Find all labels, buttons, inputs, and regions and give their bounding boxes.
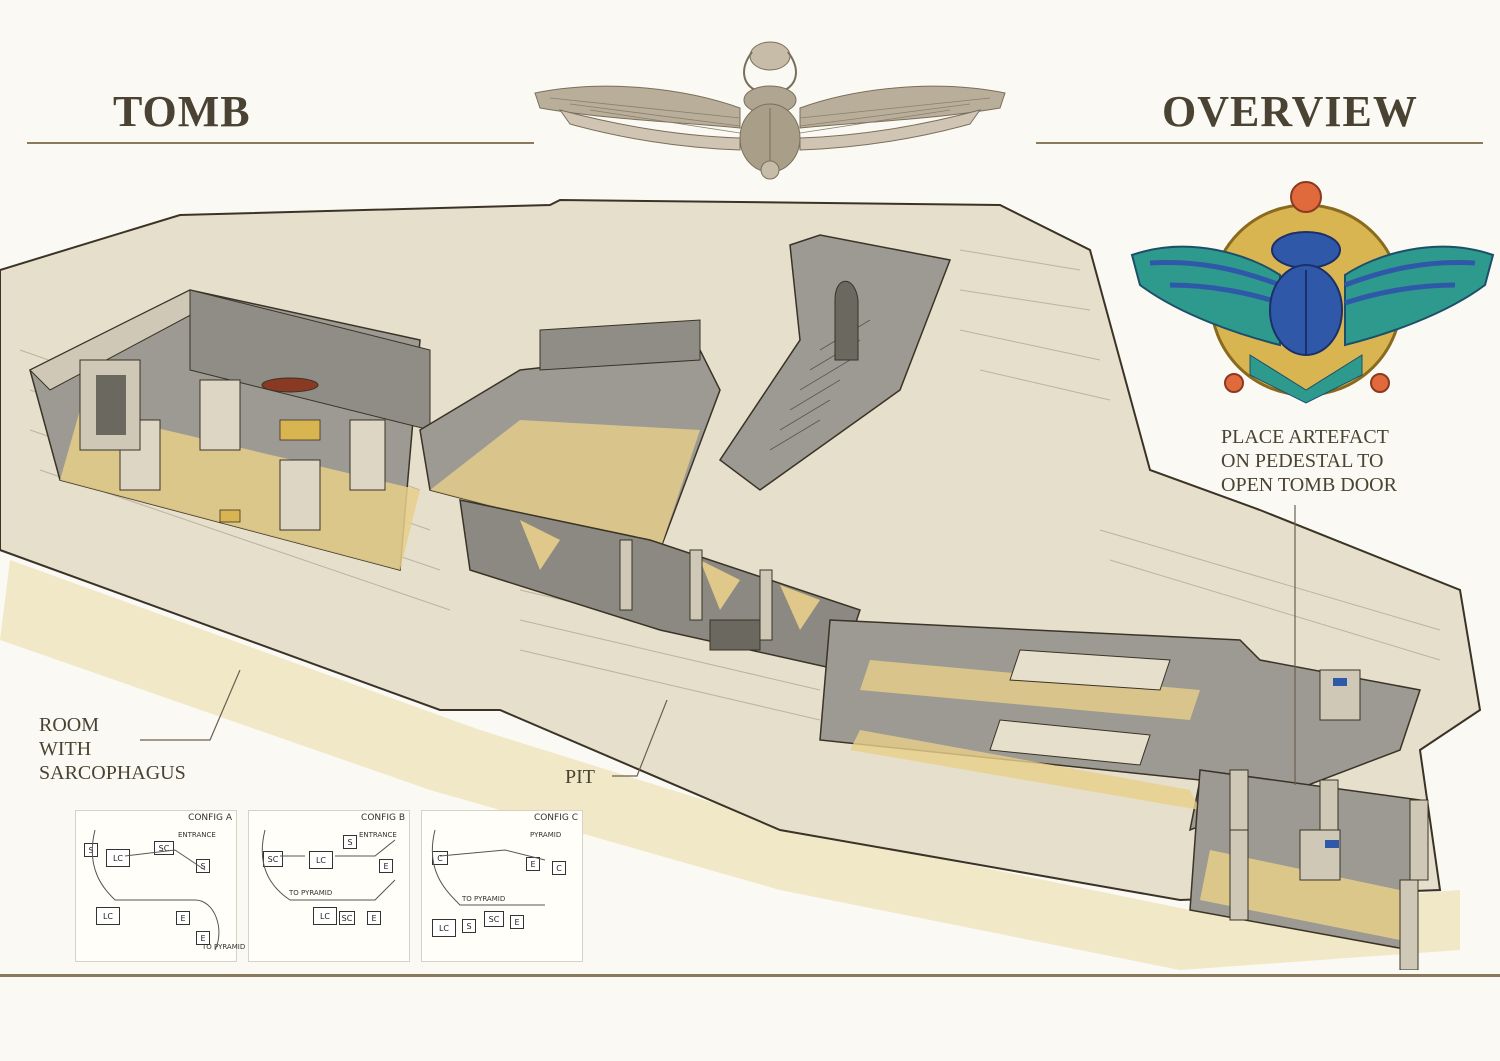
- sketch-note: TO PYRAMID: [202, 943, 246, 951]
- sketch-box: S: [462, 919, 476, 933]
- sketch-box: SC: [339, 911, 355, 925]
- sketch-paths: [91, 829, 546, 951]
- room-label: ROOM WITH SARCOPHAGUS: [39, 714, 186, 784]
- colored-winged-scarab-icon: [1130, 181, 1495, 404]
- artefact-leader-line: [1294, 505, 1296, 785]
- sketch-note: ENTRANCE: [178, 831, 216, 839]
- sketch-box: LC: [309, 851, 333, 869]
- sketch-box: S: [196, 859, 210, 873]
- sketch-box: LC: [106, 849, 130, 867]
- layout-sketch-a: CONFIG A LC LC SC S S E E ENTRANCE TO PY…: [75, 810, 245, 962]
- sketch-box: LC: [313, 907, 337, 925]
- sketch-config-label: CONFIG C: [533, 813, 578, 823]
- room-leader-line: [140, 670, 241, 741]
- sketch-config-label: CONFIG B: [361, 813, 405, 823]
- sketch-config-label: CONFIG A: [188, 813, 232, 823]
- winged-scarab-icon: [534, 41, 1006, 180]
- tomb-cross-section: [0, 198, 1482, 970]
- layout-sketch-b: CONFIG B SC LC LC SC E E S ENTRANCE TO P…: [248, 810, 410, 962]
- tomb-title: TOMB: [113, 87, 251, 136]
- artefact-instruction: PLACE ARTEFACT ON PEDESTAL TO OPEN TOMB …: [1221, 426, 1397, 496]
- sketch-box: SC: [484, 911, 504, 927]
- sketch-box: LC: [96, 907, 120, 925]
- sketch-box: E: [510, 915, 524, 929]
- pit-label: PIT: [565, 766, 595, 788]
- header-rule-left: [27, 142, 534, 144]
- sketch-box: SC: [263, 851, 283, 867]
- sketch-box: E: [367, 911, 381, 925]
- sketch-box: S: [343, 835, 357, 849]
- sketch-box: E: [176, 911, 190, 925]
- sketch-note: PYRAMID: [530, 831, 562, 839]
- pit-leader-line: [612, 700, 668, 777]
- header-rule-right: [1036, 142, 1483, 144]
- sketch-box: E: [196, 931, 210, 945]
- sketch-note: TO PYRAMID: [289, 889, 333, 897]
- sketch-box: C: [432, 851, 448, 865]
- sketch-box: C: [552, 861, 566, 875]
- sketch-box: LC: [432, 919, 456, 937]
- layout-sketch-c: CONFIG C C LC S SC E E C PYRAMID TO PYRA…: [421, 810, 583, 962]
- staircase: [718, 234, 952, 491]
- bottom-rule: [0, 974, 1500, 977]
- sketch-box: S: [84, 843, 98, 857]
- sketch-note: TO PYRAMID: [462, 895, 506, 903]
- overview-title: OVERVIEW: [1162, 87, 1418, 136]
- sketch-note: ENTRANCE: [359, 831, 397, 839]
- sketch-box: E: [379, 859, 393, 873]
